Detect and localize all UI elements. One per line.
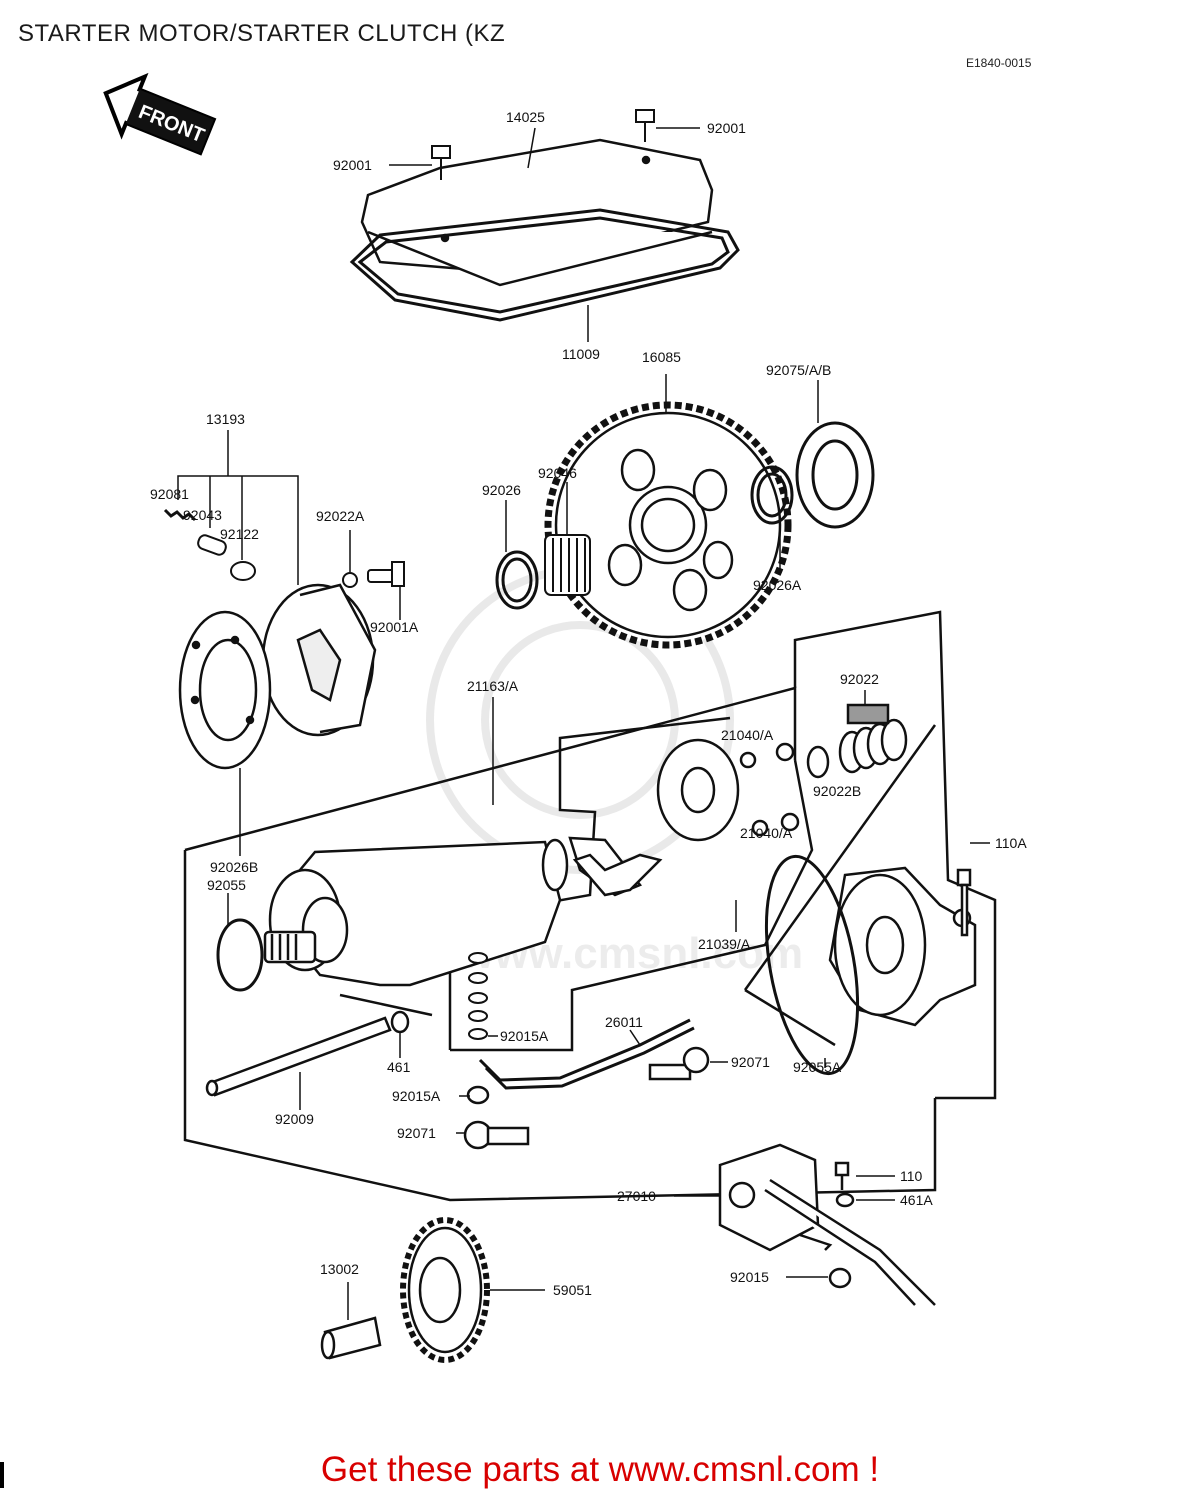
part-59051-gear xyxy=(400,1217,490,1363)
label-92001A: 92001A xyxy=(370,619,419,635)
label-16085: 16085 xyxy=(642,349,681,365)
part-92046-needle-bearing xyxy=(544,534,591,596)
part-92009-through-bolt xyxy=(205,1016,392,1097)
part-26011-cable xyxy=(478,1018,695,1090)
part-110A-bolt xyxy=(956,868,972,937)
part-92075-washer xyxy=(795,421,875,529)
label-92071-right: 92071 xyxy=(731,1054,770,1070)
label-92071-left: 92071 xyxy=(397,1125,436,1141)
label-92081: 92081 xyxy=(150,486,189,502)
part-92043-pin xyxy=(197,534,227,556)
label-13002: 13002 xyxy=(320,1261,359,1277)
label-21040-top: 21040/A xyxy=(721,727,774,743)
label-461: 461 xyxy=(387,1059,411,1075)
part-13193-clutch-body xyxy=(261,583,377,737)
label-92015: 92015 xyxy=(730,1269,769,1285)
label-92043: 92043 xyxy=(183,507,222,523)
label-92001-right: 92001 xyxy=(707,120,746,136)
part-92001-bolt-left xyxy=(431,145,451,180)
label-92015A-bot: 92015A xyxy=(392,1088,441,1104)
part-92015-nut xyxy=(828,1267,852,1289)
part-92055A-o-ring xyxy=(764,854,860,1076)
label-92026A: 92026A xyxy=(753,577,802,593)
label-92075: 92075/A/B xyxy=(766,362,831,378)
part-92022-shims xyxy=(838,703,908,774)
label-92022A: 92022A xyxy=(316,508,365,524)
label-21039: 21039/A xyxy=(698,936,751,952)
label-92009: 92009 xyxy=(275,1111,314,1127)
part-21040-brush-holder xyxy=(568,738,800,897)
label-92022: 92022 xyxy=(840,671,879,687)
label-92055: 92055 xyxy=(207,877,246,893)
part-92071-terminal-left xyxy=(463,1120,530,1150)
part-14025-cover xyxy=(360,138,714,287)
part-92001A-bolt xyxy=(367,561,405,587)
front-arrow-icon: FRONT xyxy=(103,72,217,156)
label-11009: 11009 xyxy=(562,346,600,362)
label-92001-left: 92001 xyxy=(333,157,372,173)
label-27010: 27010 xyxy=(617,1188,656,1204)
label-26011: 26011 xyxy=(605,1014,643,1030)
part-92001-bolt-right xyxy=(635,109,655,142)
footer-link[interactable]: Get these parts at www.cmsnl.com ! xyxy=(320,1450,880,1489)
part-92015A-nut-stack xyxy=(468,952,488,1040)
part-21163-starter-motor xyxy=(263,838,569,987)
part-92055-o-ring xyxy=(216,918,264,992)
part-11009-gasket xyxy=(349,208,740,322)
leader-lines xyxy=(177,127,990,1320)
part-27010-starter-relay xyxy=(718,1143,936,1306)
label-92026B: 92026B xyxy=(210,859,258,875)
label-92046: 92046 xyxy=(538,465,577,481)
label-13193: 13193 xyxy=(206,411,245,427)
part-461-washer xyxy=(390,1010,410,1034)
part-92015A-nut-lower xyxy=(466,1085,490,1105)
part-92026A-washer xyxy=(750,465,794,525)
part-13002-shaft xyxy=(320,1316,382,1360)
part-92122-roller xyxy=(230,561,256,581)
part-92071-terminal-right xyxy=(648,1046,710,1081)
diagram-code: E1840-0015 xyxy=(966,56,1032,70)
label-92026: 92026 xyxy=(482,482,521,498)
page-title: STARTER MOTOR/STARTER CLUTCH (KZ xyxy=(18,20,506,47)
part-16085-gear xyxy=(544,401,792,649)
label-21163: 21163/A xyxy=(467,678,519,694)
part-92026B-plate xyxy=(178,610,272,770)
label-461A: 461A xyxy=(900,1192,933,1208)
part-92081-spring xyxy=(163,508,197,522)
label-14025: 14025 xyxy=(506,109,545,125)
part-92026-washer xyxy=(495,550,539,610)
label-92055A: 92055A xyxy=(793,1059,842,1075)
part-92022B-washer xyxy=(806,745,830,779)
label-110A: 110A xyxy=(995,835,1027,851)
label-21040-bot: 21040/A xyxy=(740,825,793,841)
corner-mark xyxy=(0,1462,4,1488)
label-92015A-top: 92015A xyxy=(500,1028,549,1044)
label-110: 110 xyxy=(900,1168,923,1184)
label-92022B: 92022B xyxy=(813,783,861,799)
label-59051: 59051 xyxy=(553,1282,592,1298)
part-92022A-washer xyxy=(342,572,358,588)
label-92122: 92122 xyxy=(220,526,259,542)
part-110-bolt xyxy=(834,1161,850,1190)
part-461A-washer xyxy=(835,1192,855,1208)
